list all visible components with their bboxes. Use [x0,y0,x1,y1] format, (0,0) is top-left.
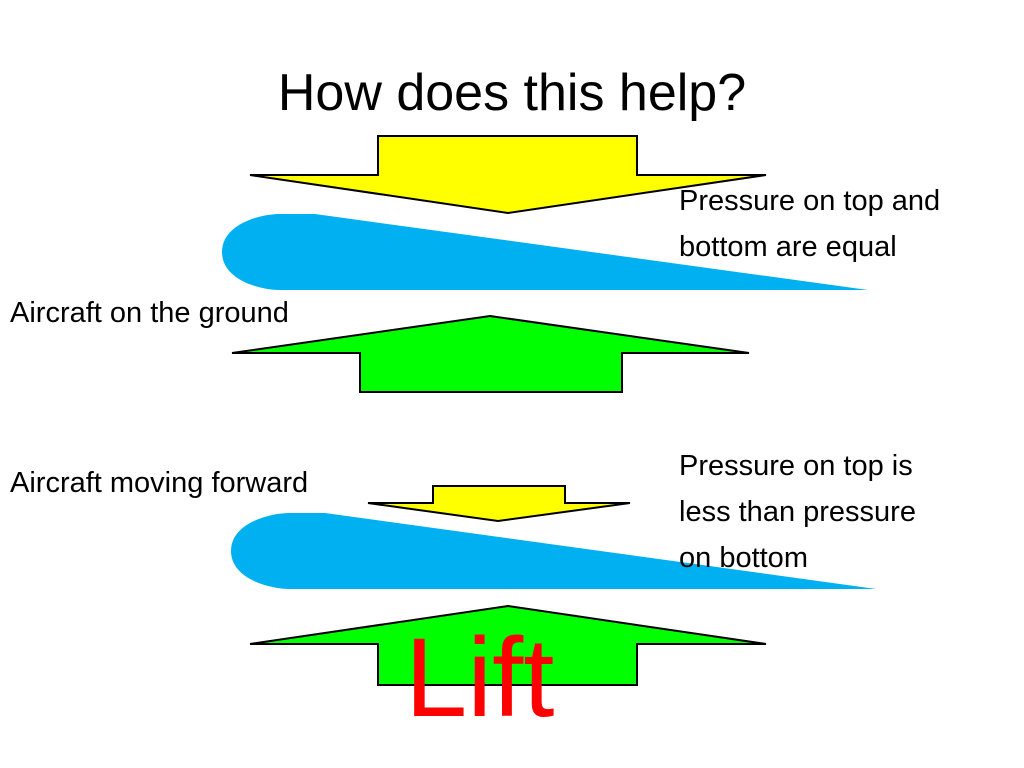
slide-title: How does this help? [277,64,747,122]
moving-note-line-1: Pressure on top is [679,450,913,482]
moving-note-line-2: less than pressure [679,496,916,528]
ground-scenario-label: Aircraft on the ground [10,297,289,329]
ground-note-line-1: Pressure on top and [679,185,941,217]
airfoil-ground [222,214,868,290]
bottom-pressure-arrow-ground [231,314,750,393]
top-pressure-arrow-moving [367,485,631,523]
lift-label: Lift [405,615,555,740]
top-pressure-arrow-ground [249,135,767,215]
moving-note-line-3: on bottom [679,542,808,574]
bottom-pressure-arrow-moving [249,604,767,686]
ground-note-line-2: bottom are equal [679,231,897,263]
moving-scenario-label: Aircraft moving forward [10,467,309,499]
airfoil-moving [231,513,876,589]
